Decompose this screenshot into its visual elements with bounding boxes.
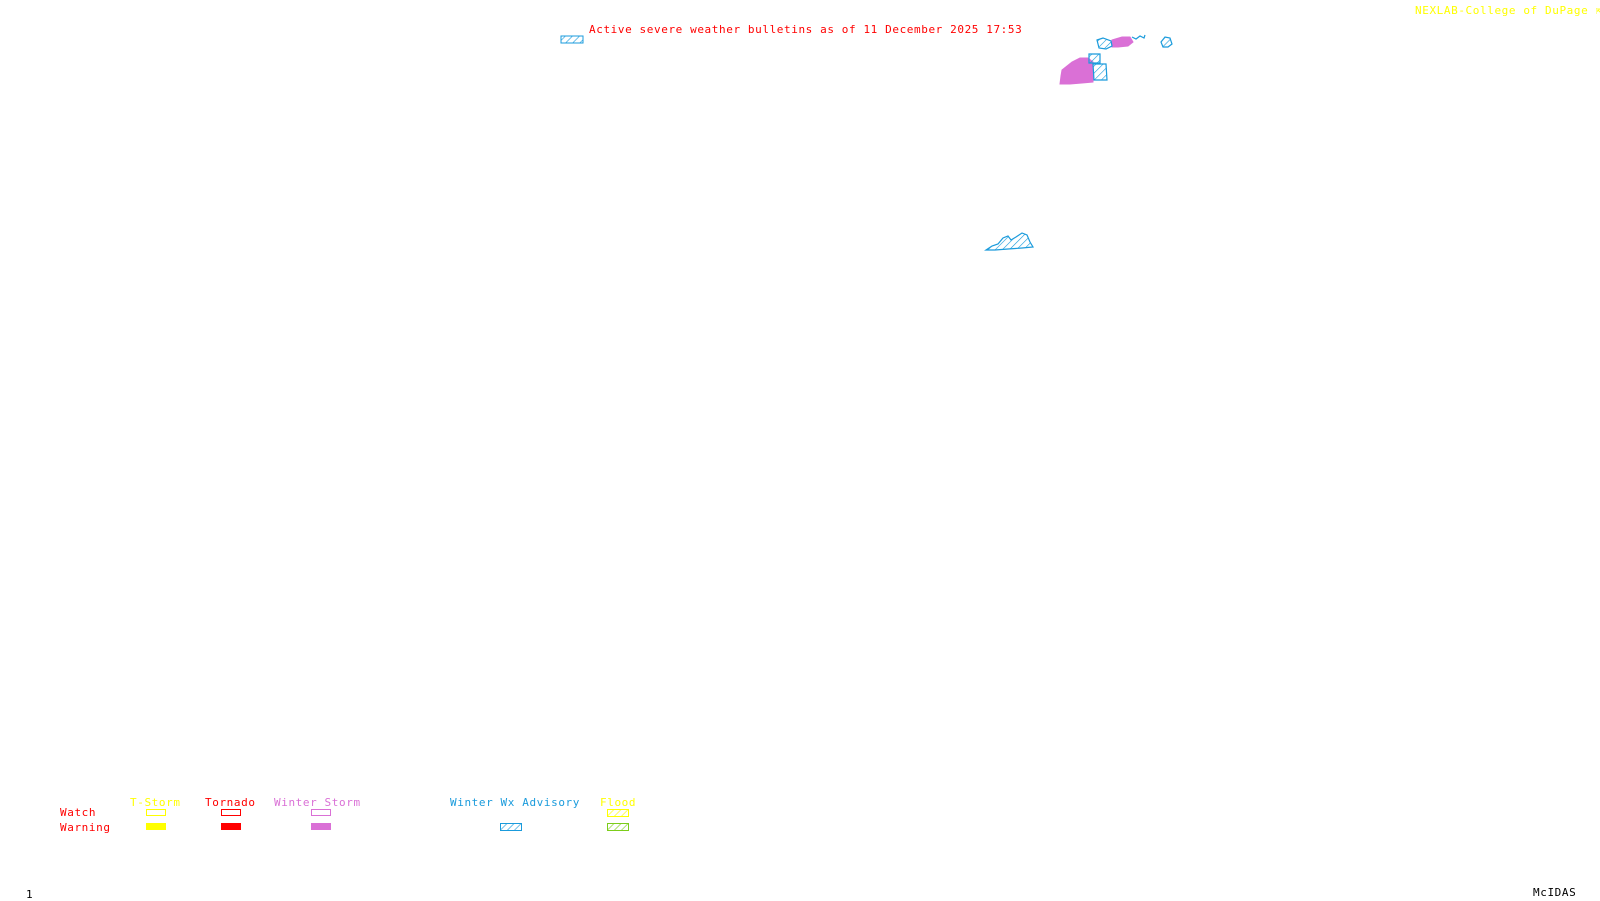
legend-label-tornado: Tornado: [205, 796, 256, 809]
legend-label-tstorm: T-Storm: [130, 796, 181, 809]
map-title: Active severe weather bulletins as of 11…: [589, 23, 1023, 36]
legend-label-winter-wx-advisory: Winter Wx Advisory: [450, 796, 581, 809]
legend-row-watch: Watch: [60, 806, 97, 819]
legend-winter-wx-advisory-swatch: [500, 823, 522, 831]
advisory-area-ne-d[interactable]: [1131, 34, 1146, 40]
legend-tornado-watch-swatch: [221, 809, 241, 816]
winter-storm-warning-area-ne-2[interactable]: [1111, 36, 1134, 48]
legend-flood-warning-swatch: [607, 823, 629, 831]
advisory-area-ne-e[interactable]: [1160, 36, 1173, 48]
legend-winter-storm-watch-swatch: [311, 809, 331, 816]
winter-storm-warning-area-ne-1[interactable]: [1059, 57, 1094, 85]
legend-tornado-warning-swatch: [221, 823, 241, 830]
legend-label-flood: Flood: [600, 796, 637, 809]
software-label: McIDAS: [1533, 886, 1577, 899]
legend-tstorm-watch-swatch: [146, 809, 166, 816]
legend-row-warning: Warning: [60, 821, 111, 834]
credit-text: NEXLAB-College of DuPage: [1415, 4, 1589, 17]
frame-number: 1: [26, 888, 34, 901]
legend-winter-storm-warning-swatch: [311, 823, 331, 830]
legend-label-winter-storm: Winter Storm: [274, 796, 361, 809]
credit-label: NEXLAB-College of DuPage ⇱: [1415, 5, 1600, 17]
advisory-area-west[interactable]: [560, 35, 584, 44]
arrow-icon: ⇱: [1595, 4, 1600, 17]
advisory-area-ne-c[interactable]: [1092, 63, 1108, 81]
advisory-area-mid-atlantic[interactable]: [984, 232, 1035, 251]
legend-tstorm-warning-swatch: [146, 823, 166, 830]
legend-flood-watch-swatch: [607, 809, 629, 817]
advisory-area-ne-b[interactable]: [1088, 53, 1101, 64]
advisory-area-ne-a[interactable]: [1096, 37, 1113, 50]
